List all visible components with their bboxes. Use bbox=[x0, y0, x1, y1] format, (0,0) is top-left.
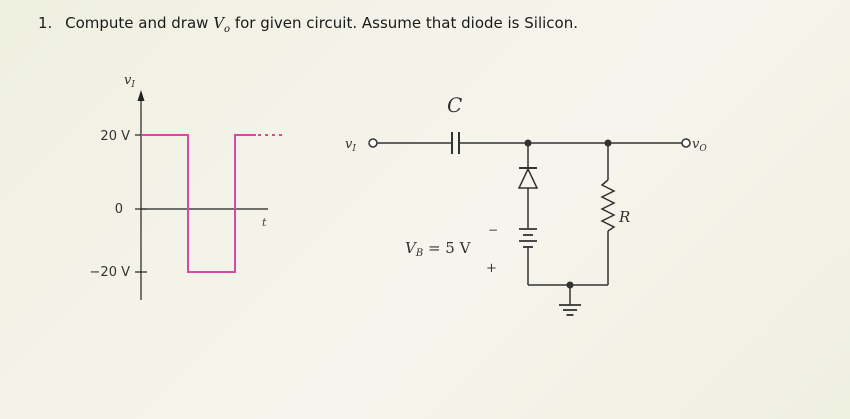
y-axis-label: vI bbox=[124, 73, 135, 90]
level-0: 0 bbox=[115, 202, 123, 217]
battery-label: VB = 5 V bbox=[405, 239, 472, 259]
y-axis-arrow bbox=[137, 90, 145, 101]
resistor bbox=[600, 179, 616, 232]
output-terminal bbox=[681, 138, 691, 148]
battery-plus-sign: + bbox=[486, 261, 497, 276]
resistor-label: R bbox=[618, 208, 630, 226]
output-label: vO bbox=[692, 137, 707, 154]
question-text-after: for given circuit. Assume that diode is … bbox=[234, 14, 578, 32]
level-neg20v: −20 V bbox=[90, 265, 131, 280]
diode-triangle bbox=[517, 167, 539, 189]
battery-minus-sign: − bbox=[488, 223, 498, 237]
question-number: 1. bbox=[38, 14, 53, 32]
question-text: 1. Compute and draw Vo for given circuit… bbox=[38, 14, 578, 35]
x-axis-label: t bbox=[262, 216, 267, 229]
square-wave bbox=[141, 134, 256, 273]
level-20v: 20 V bbox=[100, 129, 130, 144]
question-text-before: Compute and draw bbox=[65, 14, 209, 32]
capacitor-label: C bbox=[447, 93, 462, 117]
circuit bbox=[368, 132, 691, 316]
input-waveform: vI t 20 V 0 −20 V bbox=[90, 73, 282, 300]
input-label: vI bbox=[345, 137, 356, 154]
question-var: Vo bbox=[213, 14, 231, 35]
input-terminal bbox=[368, 138, 378, 148]
